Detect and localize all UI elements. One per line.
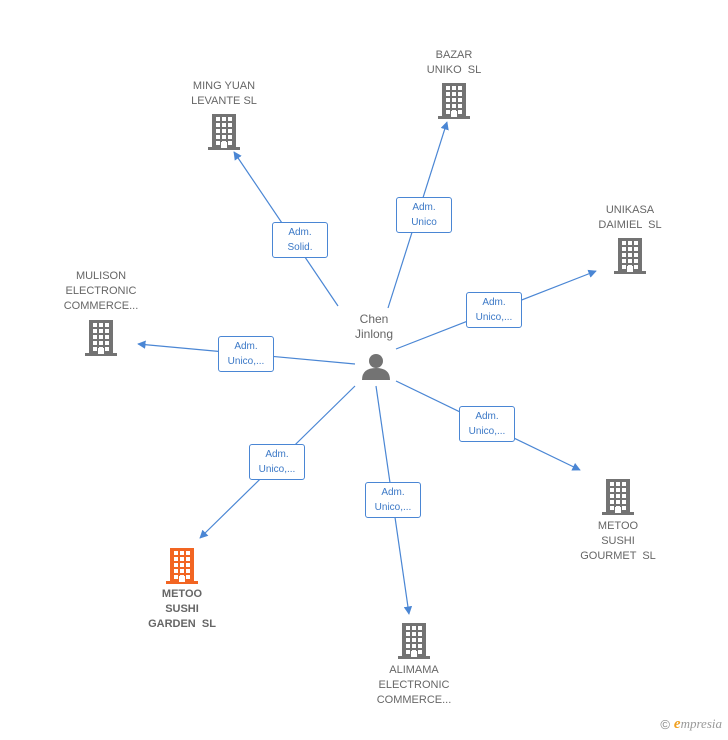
company-name-line: ELECTRONIC — [65, 285, 137, 297]
company-name-line: METOO — [597, 520, 639, 532]
company-name-line: ELECTRONIC — [378, 679, 450, 691]
company-name-garden[interactable]: METOO SUSHI GARDEN SL — [112, 587, 252, 632]
building-icon-ming[interactable] — [208, 114, 240, 150]
role-badge-unikasa[interactable]: Adm. Unico,... — [466, 292, 522, 328]
role-text: Unico,... — [374, 502, 412, 513]
role-text: Adm. — [234, 341, 258, 352]
role-text: Adm. — [475, 411, 499, 422]
role-text: Adm. — [482, 297, 506, 308]
role-badge-mulison[interactable]: Adm. Unico,... — [218, 336, 274, 372]
company-name-line: COMMERCE... — [63, 300, 139, 312]
role-text: Adm. — [288, 227, 312, 238]
role-text: Unico,... — [468, 426, 506, 437]
company-name-ming[interactable]: MING YUAN LEVANTE SL — [154, 79, 294, 109]
company-name-line: BAZAR — [435, 49, 473, 61]
role-text: Unico,... — [227, 356, 265, 367]
role-text: Adm. — [381, 487, 405, 498]
role-badge-alimama[interactable]: Adm. Unico,... — [365, 482, 421, 518]
company-name-line: SUSHI — [601, 535, 635, 547]
role-text: Adm. — [412, 202, 436, 213]
company-name-line: SUSHI — [165, 603, 199, 615]
person-name-line: Jinlong — [354, 327, 394, 341]
company-name-line: MING YUAN — [192, 80, 256, 92]
company-name-bazar[interactable]: BAZAR UNIKO SL — [384, 48, 524, 78]
company-name-line: MULISON — [75, 270, 127, 282]
company-name-line: DAIMIEL SL — [598, 219, 662, 231]
company-name-unikasa[interactable]: UNIKASA DAIMIEL SL — [560, 203, 700, 233]
role-badge-gourmet[interactable]: Adm. Unico,... — [459, 406, 515, 442]
role-badge-garden[interactable]: Adm. Unico,... — [249, 444, 305, 480]
empresia-logo: empresia — [673, 715, 722, 732]
person-name-line: Chen — [359, 312, 389, 326]
role-text: Unico,... — [475, 312, 513, 323]
company-name-line: ALIMAMA — [389, 664, 439, 676]
building-icon-alimama[interactable] — [398, 623, 430, 659]
company-name-line: METOO — [161, 588, 203, 600]
company-name-line: LEVANTE SL — [191, 95, 257, 107]
building-icon-bazar[interactable] — [438, 83, 470, 119]
building-icon-gourmet[interactable] — [602, 479, 634, 515]
company-name-line: COMMERCE... — [376, 694, 452, 706]
role-text: Solid. — [287, 242, 313, 253]
role-text: Unico — [411, 217, 437, 228]
building-icon-unikasa[interactable] — [614, 238, 646, 274]
company-name-mulison[interactable]: MULISON ELECTRONIC COMMERCE... — [31, 269, 171, 314]
company-name-gourmet[interactable]: METOO SUSHI GOURMET SL — [548, 519, 688, 564]
company-name-alimama[interactable]: ALIMAMA ELECTRONIC COMMERCE... — [344, 663, 484, 708]
role-badge-ming[interactable]: Adm. Solid. — [272, 222, 328, 258]
role-badge-bazar[interactable]: Adm. Unico — [396, 197, 452, 233]
copyright-symbol: © — [660, 716, 670, 732]
role-text: Unico,... — [258, 464, 296, 475]
company-name-line: UNIKASA — [605, 204, 655, 216]
company-name-line: GARDEN SL — [148, 618, 216, 630]
company-name-line: GOURMET SL — [580, 550, 656, 562]
building-icon-mulison[interactable] — [85, 320, 117, 356]
person-icon[interactable] — [362, 354, 390, 380]
building-icon-garden[interactable] — [166, 548, 198, 584]
company-name-line: UNIKO SL — [426, 64, 482, 76]
footer-brand: © empresia — [660, 714, 722, 734]
role-text: Adm. — [265, 449, 289, 460]
